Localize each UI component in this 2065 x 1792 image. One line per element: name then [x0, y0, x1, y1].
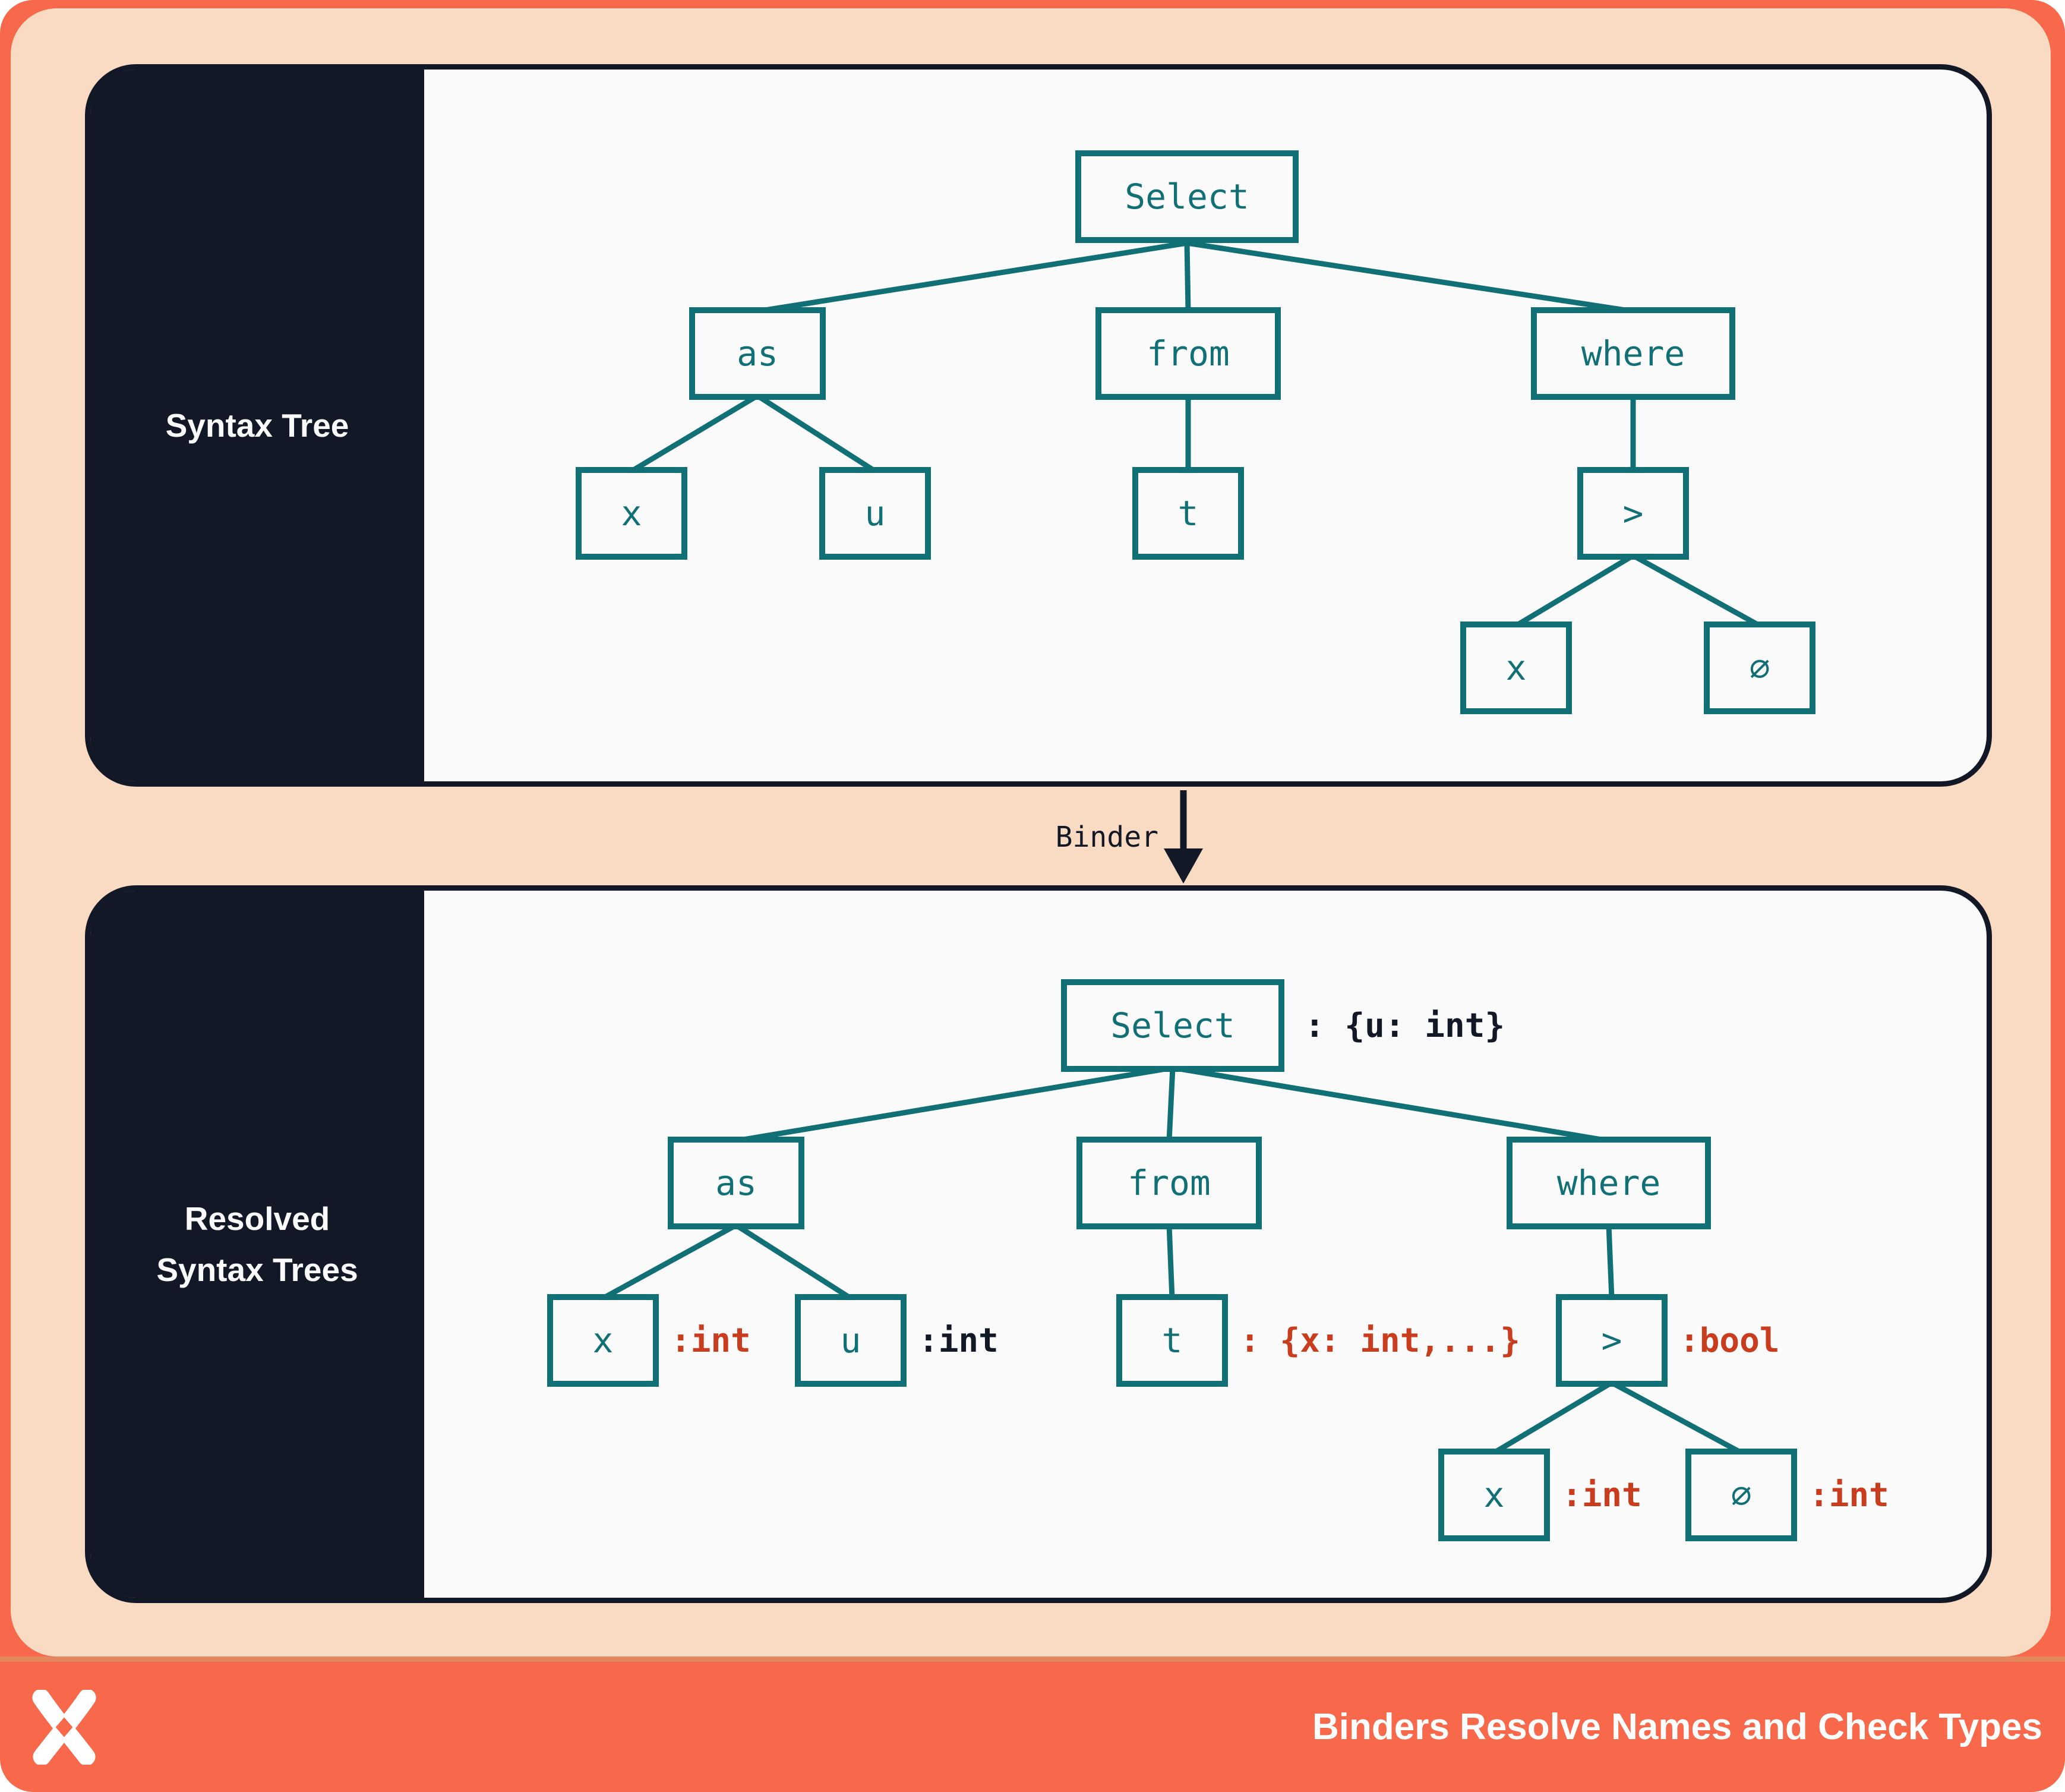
node-label: from	[1128, 1163, 1211, 1203]
resolved-sidebar-label-line1: Resolved	[184, 1200, 330, 1237]
x-logo-icon	[32, 1689, 96, 1765]
type-annotation-x-leaf: :int	[1562, 1475, 1642, 1515]
type-annotation-zero: :int	[1809, 1475, 1889, 1515]
node-label: x	[621, 493, 642, 534]
node-label: u	[864, 493, 886, 534]
top-node-select: Select	[1075, 150, 1299, 243]
resolved-syntax-trees-panel: Resolved Syntax Trees	[85, 885, 1992, 1603]
syntax-tree-sidebar-label: Syntax Tree	[165, 407, 349, 444]
footer-top-shade	[0, 1657, 2065, 1662]
type-annotation-t: : {x: int,...}	[1240, 1321, 1521, 1360]
top-node-u: u	[819, 467, 931, 560]
node-label: t	[1161, 1320, 1183, 1361]
node-label: Select	[1110, 1005, 1235, 1046]
bottom-node-select: Select	[1061, 979, 1284, 1072]
resolved-syntax-trees-sidebar: Resolved Syntax Trees	[90, 891, 424, 1598]
type-annotation-u: :int	[918, 1321, 999, 1360]
node-label: ∅	[1749, 648, 1770, 688]
bottom-node-greater-than: >	[1556, 1294, 1668, 1387]
top-node-as: as	[689, 307, 826, 400]
bottom-node-from: from	[1076, 1137, 1262, 1229]
syntax-tree-panel: Syntax Tree	[85, 64, 1992, 787]
top-node-where: where	[1531, 307, 1735, 400]
node-label: where	[1581, 333, 1685, 374]
type-annotation-select: : {u: int}	[1305, 1006, 1505, 1045]
node-label: >	[1601, 1320, 1622, 1361]
bottom-node-u: u	[795, 1294, 907, 1387]
node-label: Select	[1125, 176, 1249, 217]
footer-title: Binders Resolve Names and Check Types	[1312, 1706, 2042, 1747]
bottom-node-zero: ∅	[1685, 1449, 1797, 1541]
bottom-node-where: where	[1507, 1137, 1711, 1229]
node-label: x	[592, 1320, 614, 1361]
top-node-from: from	[1095, 307, 1281, 400]
node-label: from	[1147, 333, 1230, 374]
top-node-x-leaf: x	[1460, 621, 1572, 714]
node-label: t	[1177, 493, 1199, 534]
footer-bar: Binders Resolve Names and Check Types	[0, 1662, 2065, 1792]
top-node-t: t	[1132, 467, 1244, 560]
node-label: x	[1505, 648, 1527, 688]
top-node-zero: ∅	[1704, 621, 1815, 714]
node-label: where	[1556, 1163, 1661, 1203]
node-label: as	[737, 333, 778, 374]
bottom-node-x: x	[547, 1294, 659, 1387]
top-node-greater-than: >	[1577, 467, 1689, 560]
type-annotation-greater-than: :bool	[1679, 1321, 1780, 1360]
top-node-x: x	[576, 467, 687, 560]
type-annotation-x: :int	[671, 1321, 751, 1360]
binder-label: Binder	[1055, 821, 1158, 854]
node-label: >	[1622, 493, 1644, 534]
resolved-sidebar-label-line2: Syntax Trees	[156, 1251, 358, 1288]
bottom-node-t: t	[1116, 1294, 1228, 1387]
syntax-tree-sidebar: Syntax Tree	[90, 70, 424, 781]
node-label: u	[840, 1320, 861, 1361]
node-label: ∅	[1731, 1475, 1752, 1515]
bottom-node-x-leaf: x	[1438, 1449, 1550, 1541]
node-label: as	[715, 1163, 757, 1203]
bottom-node-as: as	[668, 1137, 804, 1229]
node-label: x	[1483, 1475, 1505, 1515]
